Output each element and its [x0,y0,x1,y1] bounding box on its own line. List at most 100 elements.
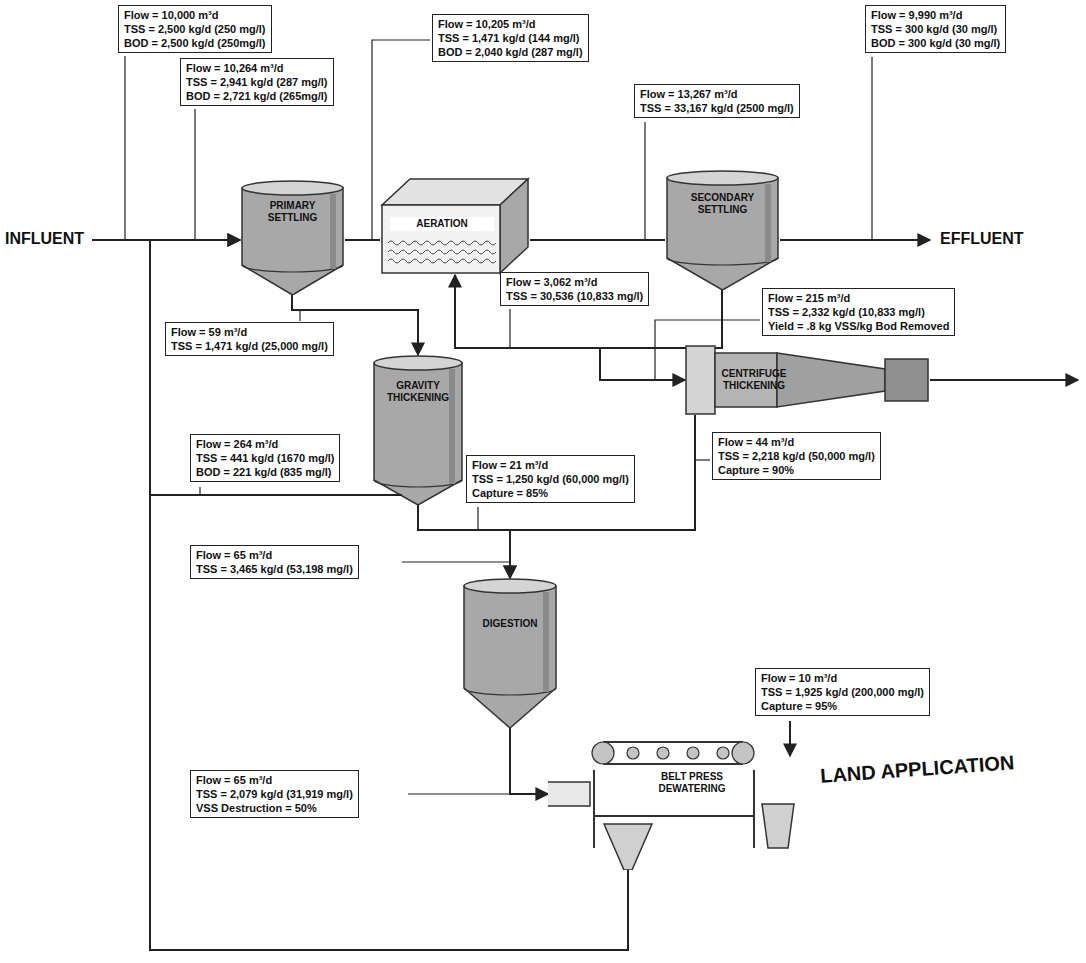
flow-data-box: Flow = 215 m³/dTSS = 2,332 kg/d (10,833 … [762,288,955,336]
flow-data-box: Flow = 59 m³/dTSS = 1,471 kg/d (25,000 m… [165,322,334,356]
outlet-box [885,359,928,401]
unit-label-area: SECONDARY SETTLING [670,192,775,216]
flow-value: TSS = 30,536 (10,833 mg/l) [506,289,643,303]
flow-value: Flow = 264 m³/d [196,437,334,451]
leader-line [199,487,200,495]
flow-value: Flow = 3,062 m³/d [506,275,643,289]
cake-bin [762,804,794,848]
aeration-bubbles [388,250,496,254]
unit-name: DIGESTION [466,618,554,630]
unit-label-area: PRIMARY SETTLING [245,200,340,224]
centrifuge: CENTRIFUGE THICKENING [685,345,930,415]
flow-value: TSS = 1,471 kg/d (25,000 mg/l) [171,339,328,353]
leader-line [695,459,710,460]
unit-name: CENTRIFUGE THICKENING [718,368,790,392]
centrate-line [930,379,1078,381]
flow-value: TSS = 3,465 kg/d (53,198 mg/l) [196,562,353,576]
tank-wall [500,179,528,273]
tank-body [374,363,462,505]
effluent-line [780,239,930,241]
flow-value: Capture = 95% [761,699,924,713]
leader-line [124,56,125,240]
flow-data-box: Flow = 13,267 m³/dTSS = 33,167 kg/d (250… [634,84,800,118]
cake-line [789,721,791,756]
feed-trough [548,782,590,806]
flow-value: TSS = 2,941 kg/d (287 mg/l) [186,75,328,89]
flow-value: Flow = 13,267 m³/d [640,87,794,101]
flow-value: VSS Destruction = 50% [196,801,353,815]
press-roller [627,747,639,759]
settling-tank: SECONDARY SETTLING [665,170,780,290]
flow-data-box: Flow = 10 m³/dTSS = 1,925 kg/d (200,000 … [755,668,930,716]
flow-value: Flow = 21 m³/d [472,458,629,472]
flow-value: BOD = 221 kg/d (835 mg/l) [196,465,334,479]
flow-connector [530,239,665,241]
stream-label: INFLUENT [5,230,84,248]
unit-label-area: AERATION [390,217,494,231]
flow-value: Flow = 10 m³/d [761,671,924,685]
flow-data-box: Flow = 10,264 m³/dTSS = 2,941 kg/d (287 … [180,58,334,106]
stream-label: EFFLUENT [940,230,1024,248]
settling-tank: PRIMARY SETTLING [240,180,345,295]
centrifuge-cone [777,353,885,407]
tank-rim [667,258,778,265]
aeration-bubbles [388,241,496,263]
tank-body [464,586,556,728]
flow-value: Flow = 9,990 m³/d [871,8,1000,22]
flow-data-box: Flow = 21 m³/dTSS = 1,250 kg/d (60,000 m… [466,455,635,503]
flow-value: Flow = 10,000 m³d [124,8,266,22]
digester-tank: DIGESTION [462,578,558,728]
press-roller [732,742,754,764]
leader-line [408,793,510,794]
tank-body [242,188,343,295]
overflow-pipe [372,494,402,496]
flow-connector [150,240,372,495]
flow-connector [510,728,548,794]
flow-value: Flow = 65 m³/d [196,773,353,787]
unit-name: GRAVITY THICKENING [376,380,460,404]
flow-data-box: Flow = 44 m³/dTSS = 2,218 kg/d (50,000 m… [712,432,881,480]
flow-value: BOD = 2,500 kg/d (250mg/l) [124,36,266,50]
flow-data-box: Flow = 65 m³/dTSS = 3,465 kg/d (53,198 m… [190,545,359,579]
flow-value: Flow = 10,264 m³/d [186,61,328,75]
unit-name: BELT PRESS DEWATERING [650,771,734,795]
tank-shade [543,592,549,692]
leader-line [644,122,645,240]
tank-body [667,178,778,290]
flow-data-box: Flow = 9,990 m³/dTSS = 300 kg/d (30 mg/l… [865,5,1006,53]
flow-data-box: Flow = 10,000 m³dTSS = 2,500 kg/d (250 m… [118,5,272,53]
belt-press: BELT PRESS DEWATERING [548,720,798,870]
flow-connector [150,240,628,950]
flow-value: Capture = 85% [472,486,629,500]
aeration-tank: AERATION [380,175,530,275]
press-roller [592,742,614,764]
flow-connector [345,239,380,241]
press-roller [687,747,699,759]
leader-line [871,57,872,240]
flow-value: Capture = 90% [718,463,875,477]
unit-label-area: CENTRIFUGE THICKENING [718,368,790,392]
unit-name: SECONDARY SETTLING [670,192,775,216]
flow-value: Flow = 10,205 m³/d [438,17,583,31]
unit-outline [462,578,558,728]
tank-top [667,171,778,185]
flow-value: TSS = 1,925 kg/d (200,000 mg/l) [761,685,924,699]
tank-shade [765,184,771,262]
flow-data-box: Flow = 65 m³/dTSS = 2,079 kg/d (31,919 m… [190,770,359,818]
flow-value: TSS = 2,079 kg/d (31,919 mg/l) [196,787,353,801]
press-belt [603,742,743,764]
unit-label-area: BELT PRESS DEWATERING [648,770,736,796]
flow-value: BOD = 2,721 kg/d (265mg/l) [186,89,328,103]
tank-top [374,356,462,370]
thickener-tank: GRAVITY THICKENING [372,355,464,505]
unit-label-area: DIGESTION [466,618,554,630]
tank-rim [464,688,556,695]
aeration-bubbles [388,259,496,263]
flow-value: Yield = .8 kg VSS/kg Bod Removed [768,319,949,333]
tank-wall [382,205,500,273]
leader-line [194,109,195,240]
destination-label: LAND APPLICATION [819,751,1015,788]
feed-box [686,346,715,414]
leader-line [509,309,510,348]
flow-connector [455,275,722,348]
